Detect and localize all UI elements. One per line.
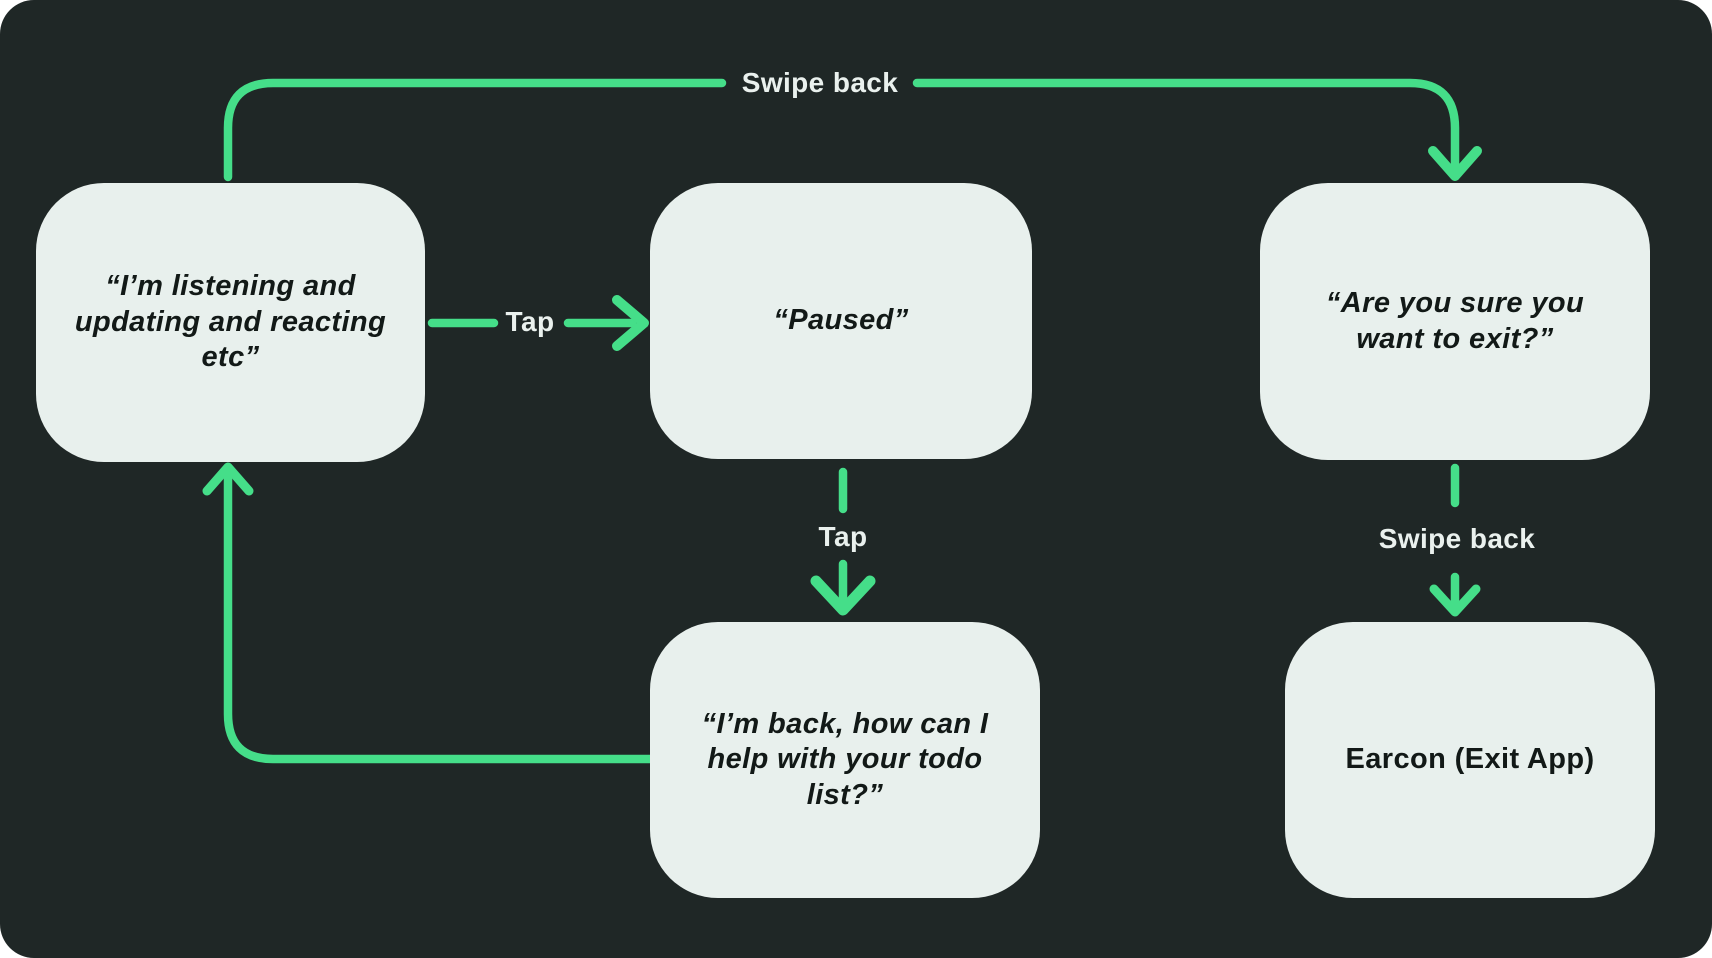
node-confirm-exit: “Are you sure you want to exit?” [1260,183,1650,460]
edge-tap-down-arrowhead [810,575,876,616]
edge-label-tap-to-resume: Tap [818,521,868,552]
node-listening: “I’m listening and updating and reacting… [36,183,425,462]
edge-return-loop-line [223,467,655,764]
edge-label-tap-to-pause: Tap [505,306,555,337]
edge-tap-right-arrowhead [612,295,649,351]
edge-swipe-back-exit-arrowhead [1429,584,1481,617]
edge-label-swipe-back-exit: Swipe back [1378,523,1536,554]
edge-return-loop-arrowhead [202,462,254,496]
edge-swipe-back-top-arrowhead [1428,146,1482,181]
node-earcon-exit-app: Earcon (Exit App) [1285,622,1655,898]
node-back-help: “I’m back, how can I help with your todo… [650,622,1040,898]
edge-swipe-back-top-line-left [223,78,727,182]
edge-swipe-back-top-line-right [912,78,1460,173]
edge-label-swipe-back-top: Swipe back [741,67,899,98]
node-paused: “Paused” [650,183,1032,459]
